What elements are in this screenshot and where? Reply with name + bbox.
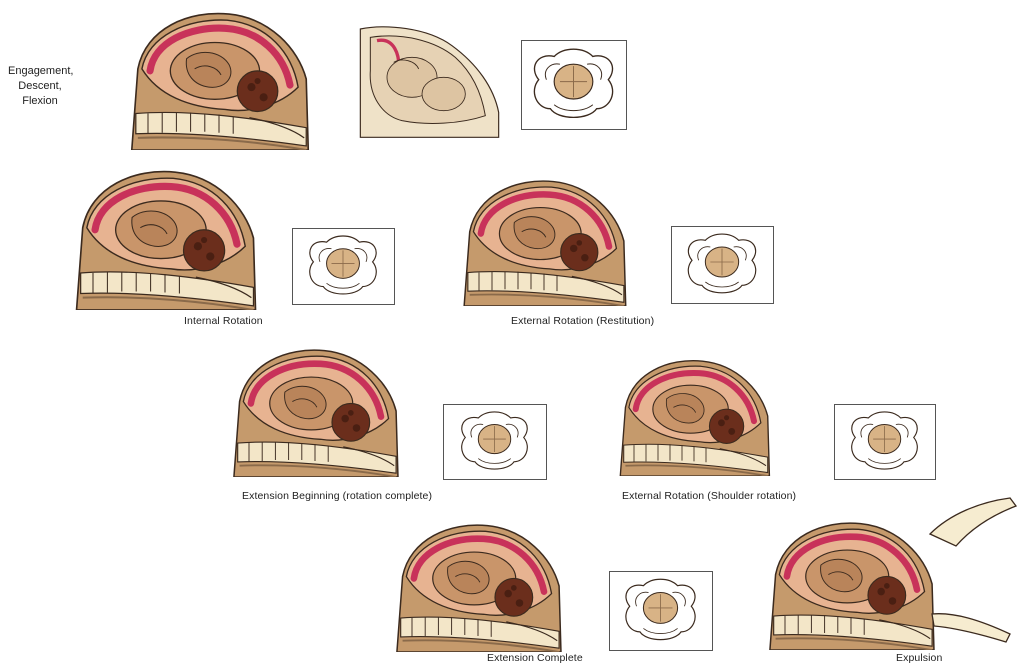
external-rotation-restitution-section-illustration bbox=[428, 176, 660, 306]
extension-complete-pelvis-view-box bbox=[609, 571, 713, 651]
internal-rotation-pelvis-view-box bbox=[292, 228, 395, 305]
stage-label-extension-complete: Extension Complete bbox=[487, 652, 583, 664]
external-rotation-shoulder-pelvis-view-box bbox=[834, 404, 936, 480]
engagement-section-illustration bbox=[124, 8, 314, 150]
engagement-pelvis-section-illustration bbox=[352, 8, 502, 150]
engagement-pelvis-view-box bbox=[521, 40, 627, 130]
external-rotation-restitution-pelvis-view-box bbox=[671, 226, 774, 304]
stage-label-internal-rotation: Internal Rotation bbox=[184, 315, 263, 327]
stage-label-line: Descent, bbox=[8, 79, 72, 94]
stage-label-engagement: Engagement, Descent, Flexion bbox=[8, 64, 72, 109]
pelvis-top-view-illustration bbox=[293, 229, 393, 303]
pelvis-top-view-illustration bbox=[835, 405, 934, 478]
internal-rotation-section-illustration bbox=[70, 166, 260, 310]
stage-label-external-rotation-shoulder: External Rotation (Shoulder rotation) bbox=[622, 490, 796, 502]
stage-label-expulsion: Expulsion bbox=[896, 652, 942, 664]
pelvis-top-view-illustration bbox=[444, 405, 545, 478]
extension-complete-section-illustration bbox=[380, 520, 576, 652]
pelvis-top-view-illustration bbox=[522, 41, 625, 128]
extension-beginning-pelvis-view-box bbox=[443, 404, 547, 480]
pelvis-top-view-illustration bbox=[610, 572, 711, 649]
hands-illustration bbox=[920, 494, 1020, 644]
stage-label-extension-beginning: Extension Beginning (rotation complete) bbox=[242, 490, 432, 502]
pelvis-top-view-illustration bbox=[672, 227, 772, 302]
external-rotation-shoulder-section-illustration bbox=[580, 356, 808, 476]
stage-label-line: Engagement, bbox=[8, 64, 72, 79]
stage-label-external-rotation-restitution: External Rotation (Restitution) bbox=[511, 315, 654, 327]
extension-beginning-section-illustration bbox=[220, 345, 410, 477]
stage-label-line: Flexion bbox=[8, 94, 72, 109]
